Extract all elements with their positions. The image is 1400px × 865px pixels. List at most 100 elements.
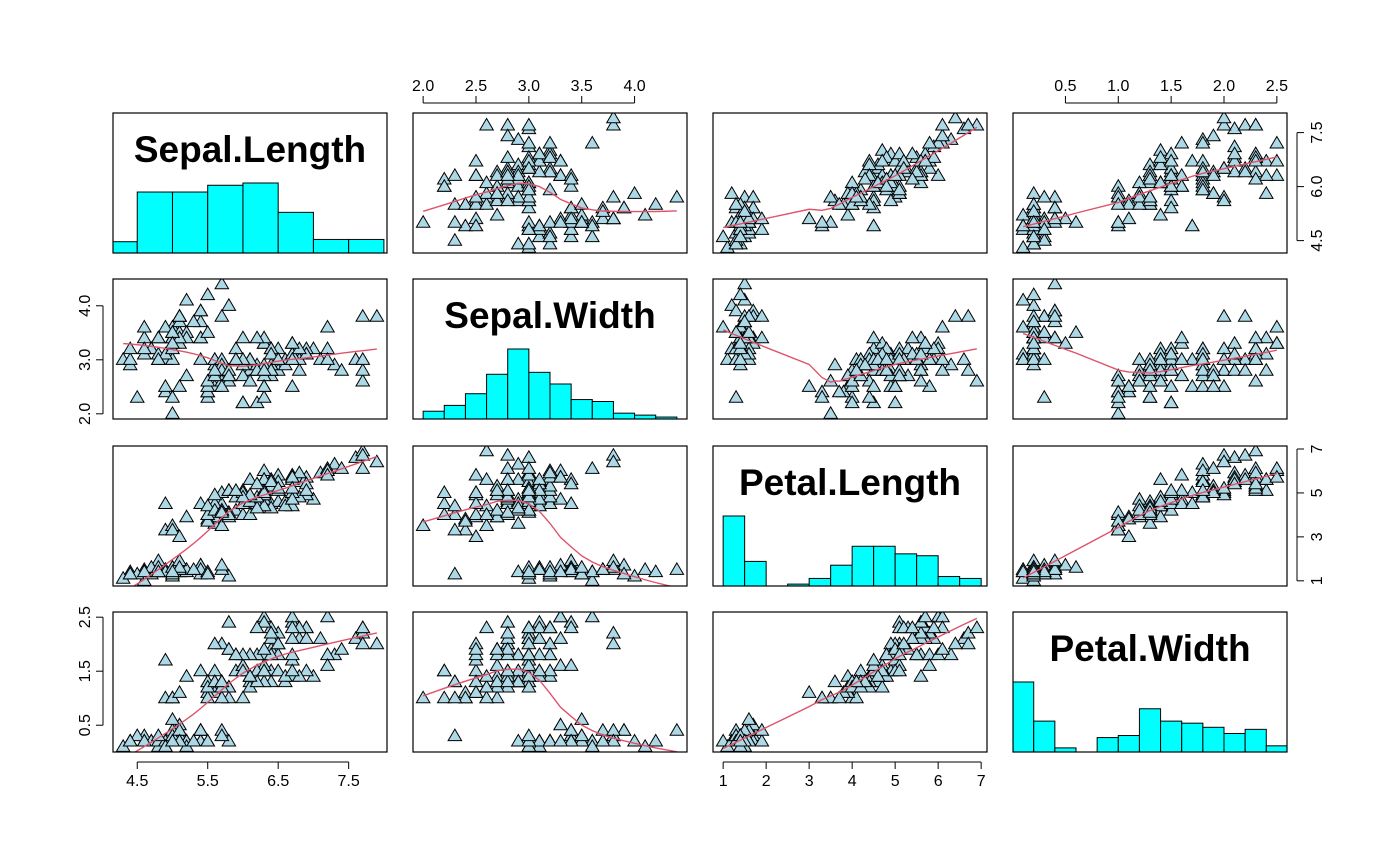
data-point: [542, 663, 558, 677]
panel-petal-length-vs-petal-length: Petal.Length: [712, 445, 988, 587]
data-point: [1195, 378, 1211, 392]
data-point: [510, 564, 526, 578]
data-point: [584, 229, 600, 243]
data-point: [207, 636, 223, 650]
data-point: [468, 196, 484, 210]
data-point: [355, 351, 371, 365]
data-point: [468, 485, 484, 499]
data-point: [715, 319, 731, 333]
data-point: [969, 620, 985, 634]
tick-label: 0.5: [1054, 78, 1076, 95]
data-point: [478, 446, 495, 457]
data-point: [457, 690, 474, 704]
panel-frame: [412, 445, 688, 587]
data-point: [595, 211, 611, 225]
data-point: [531, 146, 548, 160]
tick-label: 6: [934, 773, 943, 790]
data-point: [531, 620, 548, 634]
data-point: [1184, 378, 1200, 392]
data-point: [369, 636, 385, 650]
data-point: [235, 368, 251, 382]
data-point: [447, 167, 463, 181]
hist-bar: [873, 545, 896, 586]
tick-label: 2.5: [1266, 78, 1288, 95]
data-point: [1216, 117, 1232, 131]
data-point: [1163, 482, 1179, 496]
data-point: [542, 647, 558, 661]
hist-bar: [348, 238, 385, 253]
data-point: [1036, 221, 1052, 235]
data-point: [878, 178, 895, 192]
data-point: [891, 182, 908, 196]
data-point: [319, 319, 336, 333]
data-point: [489, 690, 505, 704]
data-point: [200, 324, 216, 338]
tick-label: 5.5: [197, 773, 219, 790]
points-petal-length-vs-petal-width: [1015, 446, 1285, 586]
data-point: [542, 478, 558, 492]
data-point: [1015, 319, 1031, 333]
data-point: [1205, 378, 1222, 392]
points-sepal-width-vs-sepal-length: [115, 279, 385, 419]
data-point: [478, 175, 495, 189]
data-point: [500, 625, 516, 639]
data-point: [574, 214, 590, 228]
histogram-petal-length: [722, 515, 982, 586]
data-point: [129, 389, 145, 403]
data-point: [521, 564, 537, 578]
data-point: [1184, 218, 1200, 232]
data-point: [150, 351, 167, 365]
hist-bar: [507, 348, 530, 419]
points-petal-width-vs-sepal-width: [415, 612, 685, 752]
tick-label: 2.0: [77, 403, 94, 425]
data-point: [214, 674, 230, 688]
data-point: [574, 566, 590, 580]
smoother-line: [722, 329, 977, 383]
points-sepal-length-vs-petal-width: [1015, 113, 1285, 253]
data-point: [866, 652, 882, 666]
data-point: [1036, 564, 1052, 578]
data-point: [883, 193, 899, 207]
tick-label: 3: [805, 773, 814, 790]
data-point: [1026, 236, 1042, 250]
data-point: [1142, 189, 1158, 203]
variable-label-petal-width: Petal.Width: [1049, 628, 1250, 669]
data-point: [221, 568, 237, 582]
data-point: [200, 498, 216, 512]
data-point: [728, 236, 744, 250]
data-point: [242, 373, 258, 387]
data-point: [626, 185, 643, 199]
data-point: [256, 614, 272, 628]
data-point: [1269, 153, 1285, 167]
data-point: [355, 362, 371, 376]
data-point: [960, 362, 976, 376]
data-point: [355, 636, 371, 650]
data-point: [1110, 214, 1126, 228]
data-point: [563, 171, 579, 185]
tick-label: 3.0: [518, 78, 540, 95]
data-point: [960, 117, 976, 131]
data-point: [648, 564, 664, 578]
points-petal-width-vs-petal-length: [715, 612, 985, 752]
data-point: [1068, 214, 1084, 228]
data-point: [1015, 218, 1031, 232]
variable-label-sepal-width: Sepal.Width: [444, 295, 655, 336]
data-point: [369, 454, 385, 468]
data-point: [228, 351, 244, 365]
data-point: [284, 335, 300, 349]
data-point: [563, 229, 579, 243]
data-point: [478, 196, 495, 210]
data-point: [312, 630, 329, 644]
data-point: [637, 561, 653, 575]
data-point: [831, 690, 847, 704]
data-point: [277, 498, 293, 512]
data-point: [510, 167, 526, 181]
data-point: [754, 733, 770, 747]
hist-bar: [171, 191, 209, 253]
data-point: [1248, 171, 1264, 185]
data-point: [1131, 196, 1148, 210]
data-point: [221, 297, 237, 311]
data-point: [1226, 164, 1243, 178]
data-point: [891, 663, 908, 677]
data-point: [921, 135, 938, 149]
